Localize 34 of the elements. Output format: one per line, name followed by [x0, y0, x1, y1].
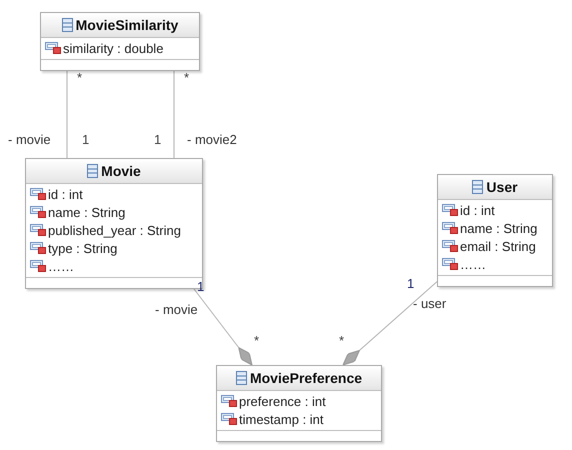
class-box: [216, 365, 382, 442]
role-name: - movie: [8, 132, 51, 147]
multiplicity-label: *: [339, 333, 344, 348]
attribute-text: id : int: [48, 186, 83, 202]
attribute-text: ……: [48, 258, 74, 274]
multiplicity-label: *: [184, 70, 190, 85]
class-box: [437, 174, 553, 287]
class-name: MovieSimilarity: [76, 17, 178, 33]
attribute-text: timestamp : int: [239, 412, 324, 426]
multiplicity-label: 1: [197, 279, 204, 294]
attribute-text: name : String: [460, 220, 538, 236]
attribute-text: published_year : String: [48, 222, 181, 238]
class-box: [40, 12, 200, 71]
aggregation-line: [194, 288, 252, 366]
class-name: Movie: [101, 163, 141, 179]
attribute-text: id : int: [460, 202, 495, 218]
multiplicity-label: *: [254, 333, 260, 348]
attribute-text: name : String: [48, 204, 126, 220]
attribute-text: email : String: [460, 238, 536, 254]
role-name: - user: [413, 296, 446, 311]
multiplicity-label: 1: [407, 276, 414, 291]
attribute-text: type : String: [48, 240, 118, 256]
class-box: [25, 158, 203, 289]
class-name: User: [486, 179, 518, 195]
role-name: - movie2: [187, 132, 237, 147]
attribute-text: ……: [460, 256, 486, 272]
attribute-text: preference : int: [239, 394, 326, 408]
multiplicity-label: *: [77, 70, 82, 85]
attribute-text: similarity : double: [63, 40, 164, 56]
multiplicity-label: 1: [82, 132, 90, 147]
multiplicity-label: 1: [154, 132, 162, 147]
association-line: [66, 70, 68, 158]
role-name: - movie: [155, 302, 198, 317]
class-name: MoviePreference: [250, 370, 362, 386]
